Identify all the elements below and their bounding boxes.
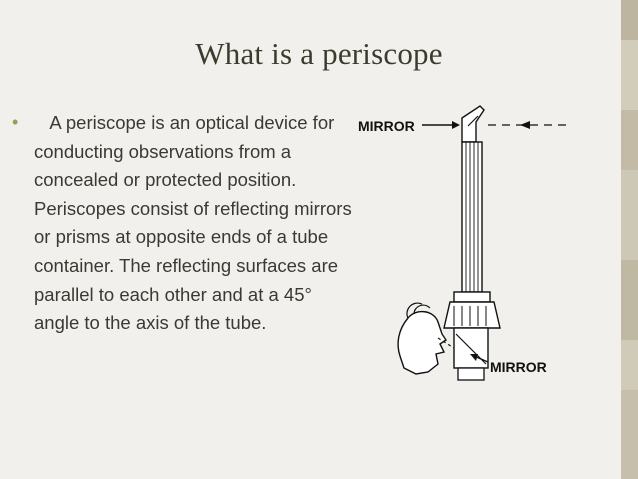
sidebar-block <box>621 340 638 390</box>
decorative-sidebar <box>621 0 638 479</box>
periscope-base-housing <box>443 301 501 329</box>
sidebar-block <box>621 390 638 479</box>
periscope-foot <box>457 367 485 381</box>
light-arrowhead <box>520 121 530 129</box>
top-mirror-label: MIRROR <box>358 118 415 134</box>
bullet-paragraph: A periscope is an optical device for con… <box>34 109 352 338</box>
bullet-text: A periscope is an optical device for con… <box>34 112 352 334</box>
bottom-pointer-arrowhead <box>470 354 478 361</box>
top-mirror-line <box>467 115 479 127</box>
slide-title: What is a periscope <box>195 36 443 71</box>
periscope-top-head <box>461 105 485 143</box>
periscope-eyepiece <box>453 327 489 369</box>
sidebar-block <box>621 260 638 340</box>
sidebar-block <box>621 110 638 170</box>
periscope-collar <box>453 291 491 303</box>
viewer-face-icon <box>397 311 447 375</box>
sidebar-block <box>621 170 638 260</box>
periscope-tube <box>461 141 483 293</box>
bullet-marker: • <box>12 112 19 132</box>
sidebar-block <box>621 0 638 40</box>
periscope-illustration: MIRROR MIRROR <box>358 105 572 381</box>
top-pointer-arrowhead <box>452 121 460 129</box>
sidebar-block <box>621 40 638 110</box>
bottom-mirror-label: MIRROR <box>490 359 547 375</box>
viewer-hair <box>406 302 431 319</box>
